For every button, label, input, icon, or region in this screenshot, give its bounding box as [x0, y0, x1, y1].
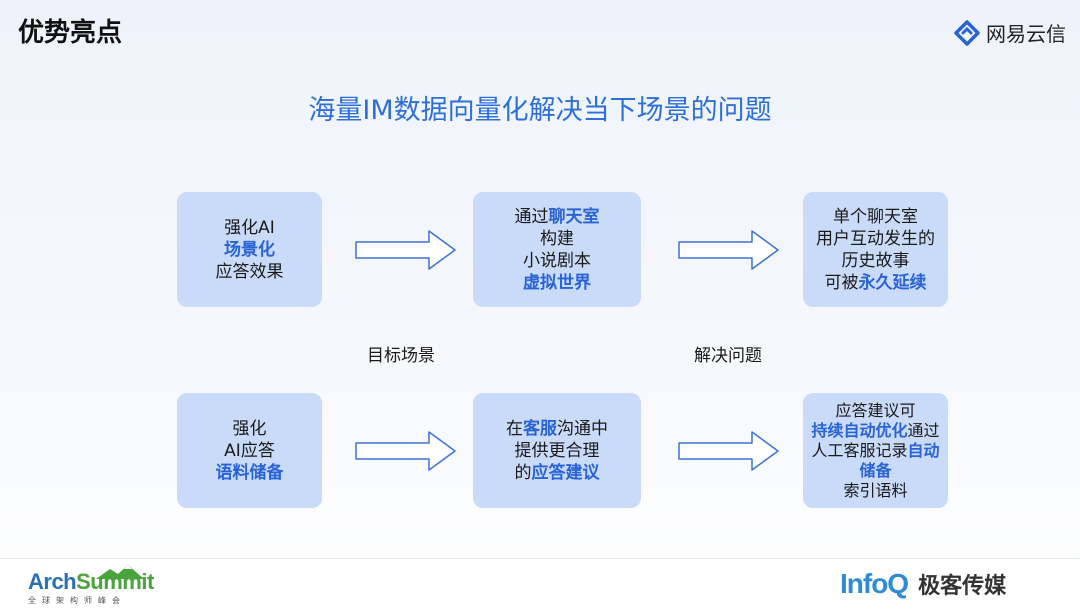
card-line-highlight: 永久延续	[858, 272, 927, 293]
card-line: 强化AI	[224, 217, 275, 238]
card-line: 通过聊天室	[514, 206, 600, 227]
card-line: 应答建议可	[835, 400, 916, 420]
card-auto-optimize: 应答建议可 持续自动优化通过 人工客服记录自动 储备 索引语料	[803, 393, 948, 508]
mountain-icon	[96, 565, 144, 579]
card-line: 用户互动发生的	[816, 228, 935, 249]
label-target-scene: 目标场景	[367, 346, 435, 366]
card-line: 单个聊天室	[833, 206, 918, 227]
card-line: 索引语料	[843, 480, 908, 500]
label-solve-problem: 解决问题	[694, 346, 762, 366]
card-line: 在客服沟通中	[506, 418, 608, 439]
right-arrow-icon	[355, 230, 456, 270]
page-title: 优势亮点	[18, 18, 123, 48]
card-line: 持续自动优化通过	[811, 420, 940, 440]
card-line: 历史故事	[841, 250, 910, 271]
card-line: 构建	[540, 228, 574, 249]
card-history-story: 单个聊天室 用户互动发生的 历史故事 可被永久延续	[803, 192, 948, 307]
card-line-highlight: 应答建议	[531, 462, 600, 483]
card-line: 小说剧本	[523, 250, 591, 271]
card-line: 人工客服记录自动	[811, 440, 940, 460]
infoq-wordmark: InfoQ	[840, 568, 909, 599]
netease-yunxin-icon	[954, 19, 980, 46]
right-arrow-icon	[355, 431, 456, 471]
infoq-cn-name: 极客传媒	[918, 574, 1007, 599]
right-arrow-icon	[678, 230, 779, 270]
card-customer-service: 在客服沟通中 提供更合理 的应答建议	[473, 393, 641, 508]
infoq-logo: InfoQ 极客传媒	[840, 568, 1006, 600]
card-line-highlight: 聊天室	[548, 206, 600, 227]
card-ai-corpus: 强化 AI应答 语料储备	[177, 393, 322, 508]
archsummit-subtitle: 全球架构师峰会	[28, 596, 126, 605]
card-line: 强化	[232, 418, 267, 439]
card-line-highlight: 自动	[907, 440, 940, 460]
right-arrow-icon	[678, 431, 779, 471]
card-line: 可被永久延续	[824, 272, 927, 293]
card-line-highlight: 虚拟世界	[523, 272, 591, 293]
card-line-highlight: 场景化	[224, 239, 275, 260]
card-chatroom-world: 通过聊天室 构建 小说剧本 虚拟世界	[473, 192, 641, 307]
card-ai-scenario: 强化AI 场景化 应答效果	[177, 192, 322, 307]
card-line: 的应答建议	[514, 462, 600, 483]
card-line-highlight: 客服	[523, 418, 557, 439]
headline: 海量IM数据向量化解决当下场景的问题	[308, 95, 772, 126]
card-line: 提供更合理	[514, 440, 600, 461]
card-line-highlight: 持续自动优化	[811, 420, 908, 440]
archsummit-wordmark: ArchSummit	[28, 569, 154, 594]
footer-bar	[0, 558, 1080, 611]
brand-logo: 网易云信	[954, 18, 1066, 47]
archsummit-logo: ArchSummit 全球架构师峰会	[28, 565, 158, 605]
card-line: AI应答	[224, 440, 275, 461]
card-line: 应答效果	[215, 261, 284, 282]
card-line-highlight: 语料储备	[215, 462, 284, 483]
brand-name: 网易云信	[986, 22, 1066, 46]
card-line-highlight: 储备	[859, 460, 892, 480]
